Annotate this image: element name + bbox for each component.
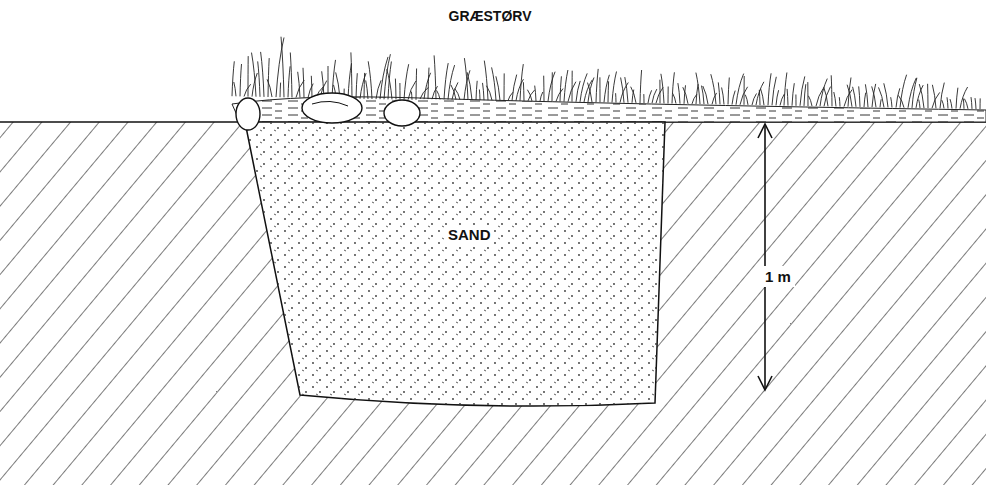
sand-pit: SAND <box>240 120 670 412</box>
layer-label: GRÆSTØRV <box>445 6 536 26</box>
arrow-head <box>758 376 772 390</box>
soil-hatching <box>0 122 986 485</box>
dimension-line <box>764 126 766 388</box>
arrow-head <box>758 124 772 138</box>
dimension-label: 1 m <box>761 266 795 287</box>
pit-outline <box>240 120 670 412</box>
region-label: SAND <box>445 225 494 244</box>
